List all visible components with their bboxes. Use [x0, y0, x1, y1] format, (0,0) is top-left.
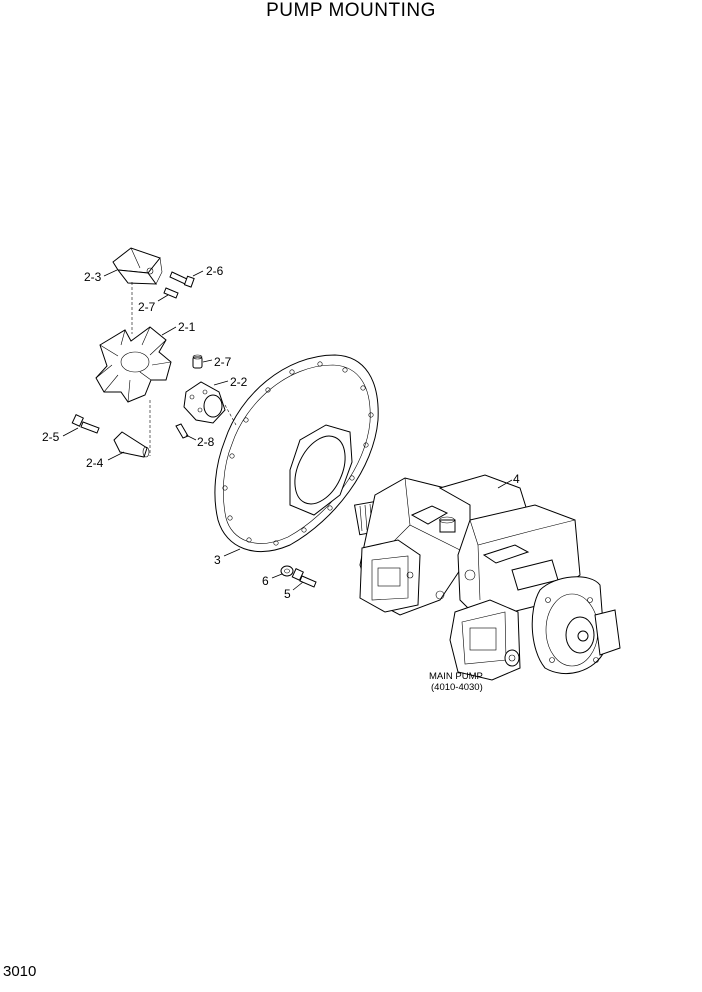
page-title: PUMP MOUNTING [266, 0, 436, 21]
part-bushing [113, 431, 150, 458]
callout-2-7-upper: 2-7 [138, 300, 156, 314]
part-coupling-block [112, 247, 163, 285]
main-pump-label: MAIN PUMP [429, 671, 483, 682]
main-pump-part-range: (4010-4030) [431, 682, 483, 693]
part-bolt-2-6 [169, 271, 195, 288]
main-pump-assembly [353, 474, 621, 681]
callout-2-6: 2-6 [206, 264, 224, 278]
callout-6: 6 [262, 574, 269, 588]
callout-2-4: 2-4 [86, 456, 104, 470]
part-bolt-5 [291, 568, 317, 588]
callout-2-8: 2-8 [197, 435, 215, 449]
leader-lines [62, 269, 513, 591]
callout-2-7-lower: 2-7 [214, 355, 232, 369]
callout-5: 5 [284, 587, 291, 601]
page-number: 3010 [3, 963, 37, 980]
part-flywheel-housing [214, 354, 379, 553]
callout-4: 4 [513, 472, 520, 486]
callout-2-5: 2-5 [42, 430, 60, 444]
callout-labels: 2-3 2-6 2-7 2-1 2-7 2-2 2-8 2-5 2-4 3 4 … [42, 264, 520, 693]
part-hub [183, 381, 226, 424]
part-set-screw-2-7 [192, 354, 203, 369]
callout-2-2: 2-2 [230, 375, 248, 389]
callout-2-1: 2-1 [178, 320, 196, 334]
part-bolt-2-5 [71, 414, 100, 434]
callout-3: 3 [214, 553, 221, 567]
part-flex-element [95, 326, 172, 403]
part-washer [280, 565, 294, 577]
callout-2-3: 2-3 [84, 270, 102, 284]
part-pin-2-8 [175, 423, 189, 439]
part-pin-2-7-upper [163, 287, 179, 299]
